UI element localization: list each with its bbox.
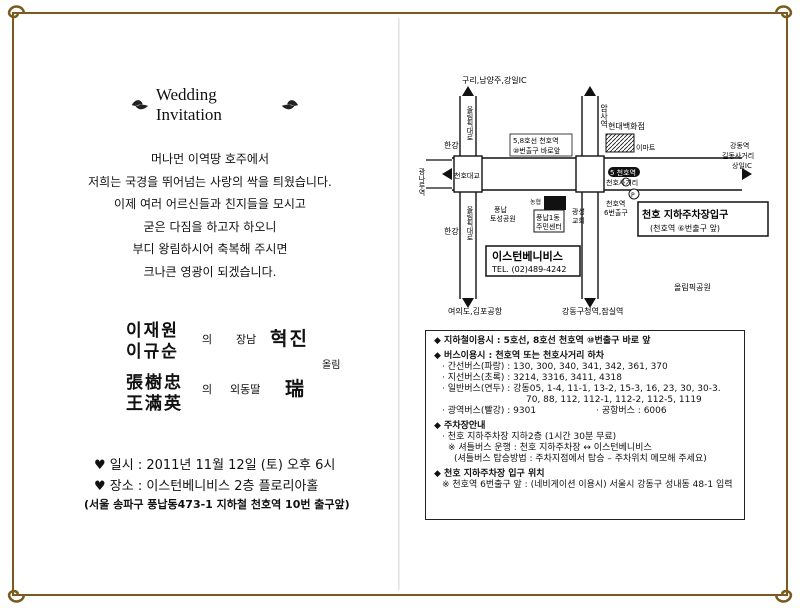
map-label-parking: 천호 지하주차장입구 [642,208,728,221]
map-label-olympic-bottom: 올림픽대로 [466,206,474,241]
map-label-exit6: 천호역 [606,199,625,208]
bus-line: · 공항버스 : 6006 [596,406,667,416]
map-label-pungnap: 풍납 [494,205,507,214]
map-label-cheonho-sageori: 천호사거리 [606,178,638,187]
bus-line: · 지선버스(초록) : 3214, 3316, 3411, 4318 [442,373,622,383]
message-line: 부디 왕림하시어 축복해 주시면 [132,242,288,256]
bride-father: 張樹忠 [126,373,183,393]
leaf-ornament-icon [281,100,299,110]
bus-line: · 일반버스(연두) : 강동05, 1-4, 11-1, 13-2, 15-3… [442,384,721,394]
map-label-gildong: 길동사거리 [722,151,754,160]
invitation-title: Wedding Invitation [130,85,300,124]
map-label-bank: 농협 [530,198,541,206]
bride-mother: 王滿英 [126,394,183,414]
map-label-sangil: 상일IC [732,161,752,170]
location-map: 구리,남양주,강일IC 올림픽대로 한강 한강 광나루역 천호대교 올림픽대로 … [418,75,769,316]
map-label-line58: 5,8호선 천호역 [513,136,559,145]
bus-info: ◆ 버스이용시 : 천호역 또는 천호사거리 하차 [434,351,605,361]
corner-curl-icon [774,589,793,603]
card-frame [12,12,788,596]
map-label-yeouido: 여의도,김포공항 [448,306,503,316]
parking-entry: ◆ 천호 지하주차장 입구 위치 [434,469,545,479]
event-date: ♥ 일시 : 2011년 11월 12일 (토) 오후 6시 [94,458,336,473]
map-label-pungnap-park: 토성공원 [490,214,516,223]
map-label-exit10: ⑩번출구 바로앞 [513,146,561,155]
map-label-church2: 교회 [572,217,585,225]
parking-line: ※ 셔틀버스 운행 : 천호 지하주차장 ↔ 이스턴베니비스 [448,443,652,453]
map-label-tel: TEL. (02)489-4242 [491,265,566,274]
map-label-cheonho-station: 5 천호역 [610,168,636,177]
message-line: 굳은 다짐을 하고자 하오니 [143,219,277,234]
map-label-guri: 구리,남양주,강일IC [462,75,527,85]
map-label-parking-sub: (천호역 ⑥번출구 앞) [650,223,720,233]
event-place: ♥ 장소 : 이스턴베니비스 2층 플로리아홀 [94,479,319,494]
map-road-left-bottom [459,192,477,299]
page-fold [398,18,400,590]
bus-line: · 간선버스(파랑) : 130, 300, 340, 341, 342, 36… [442,362,668,372]
map-label-cheonho-bridge: 천호대교 [454,171,480,180]
map-label-han-left2: 한강 [444,226,459,236]
map-label-gangdong: 강동역 [730,141,749,150]
subway-info: ◆ 지하철이용시 : 5호선, 8호선 천호역 ⑩번출구 바로 앞 [434,336,651,346]
map-label-olympic-park: 올림픽공원 [674,282,711,292]
announce-text: 올림 [322,360,341,371]
map-label-center: 풍납1동 [536,213,560,222]
parking-line: (셔틀버스 탑승방법 : 주차지점에서 탑승 – 주차위치 메모해 주세요) [454,454,707,464]
corner-curl-icon [7,589,26,603]
message-line: 크나큰 영광이 되겠습니다. [143,264,277,279]
bus-line: · 광역버스(빨강) : 9301 [442,406,537,416]
event-address: (서울 송파구 풍납동473-1 지하철 천호역 10번 출구앞) [84,498,350,511]
parking-entry-line: ※ 천호역 6번출구 앞 : (네비게이션 이용시) 서울시 강동구 성내동 4… [442,480,733,490]
bride-name: 瑞 [285,378,307,400]
parking-line: · 천호 지하주차장 지하2층 (1시간 30분 무료) [442,432,617,442]
corner-curl-icon [7,5,26,19]
directions-box: ◆ 지하철이용시 : 5호선, 8호선 천호역 ⑩번출구 바로 앞 ◆ 버스이용… [425,330,745,520]
map-label-olympic-top: 올림픽대로 [466,106,474,141]
invitation-message: 머나먼 이역땅 호주에서 저희는 국경을 뛰어넘는 사랑의 싹을 틔웠습니다. … [60,148,360,283]
message-line: 머나먼 이역땅 호주에서 [150,152,270,166]
bride-relation: 외동딸 [230,383,261,396]
map-label-hyundai: 현대백화점 [608,121,645,131]
map-label-gwangnaru: 광나루역 [418,168,426,197]
groom-relation: 장남 [236,333,257,346]
message-line: 이제 여러 어르신들과 친지들을 모시고 [114,197,306,211]
corner-curl-icon [774,5,793,19]
bus-line: 70, 88, 112, 112-1, 112-2, 112-5, 1119 [526,395,702,405]
parking-info: ◆ 주차장안내 [434,421,486,431]
leaf-ornament-icon [131,100,149,110]
groom-name: 혁진 [270,328,309,350]
map-label-han-left: 한강 [444,140,459,150]
map-label-amsa: 암사역 [599,103,608,129]
groom-of: 의 [202,333,213,346]
map-label-venue: 이스턴베니비스 [492,249,563,263]
bride-of: 의 [202,383,213,396]
map-label-gangdonggu: 강동구청역,잠실역 [562,306,623,316]
groom-mother: 이규순 [126,342,179,362]
message-line: 저희는 국경을 뛰어넘는 사랑의 싹을 틔웠습니다. [88,174,332,189]
map-label-church: 광성 [572,207,585,216]
map-road-left-top [459,96,477,156]
map-label-emart: 이마트 [636,143,656,152]
groom-father: 이재원 [126,321,179,341]
map-parking-icon: P [631,192,635,199]
map-label-center2: 주민센터 [536,222,562,231]
map-label-exit6b: 6번출구 [604,208,628,217]
title-text: Wedding Invitation [155,85,222,124]
